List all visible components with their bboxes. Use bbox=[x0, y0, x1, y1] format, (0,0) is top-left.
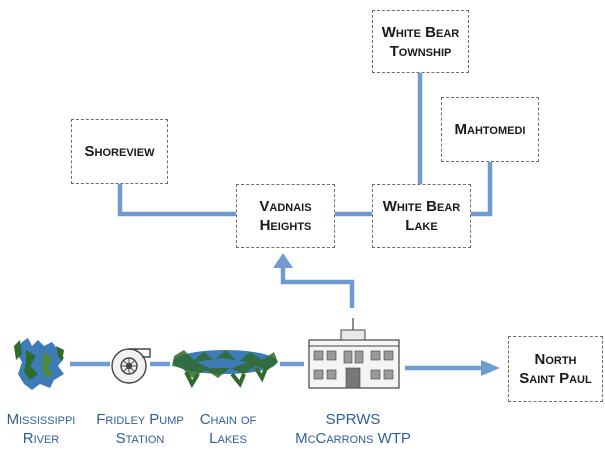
node-north-saint-paul: North Saint Paul bbox=[508, 336, 603, 402]
node-white-bear-lake: White Bear Lake bbox=[372, 184, 471, 248]
connector-mahtomedi-whitebearlake bbox=[471, 162, 493, 217]
node-mahtomedi: Mahtomedi bbox=[441, 97, 539, 162]
node-label: White Bear Township bbox=[381, 23, 460, 60]
node-vadnais-heights: Vadnais Heights bbox=[236, 184, 335, 248]
connector-shoreview-vadnais bbox=[117, 183, 236, 217]
node-label: White Bear Lake bbox=[382, 198, 461, 234]
caption-mississippi-river: Mississippi River bbox=[6, 411, 76, 447]
node-label: Mahtomedi bbox=[454, 121, 526, 138]
caption-fridley-pump-station: Fridley Pump Station bbox=[96, 411, 184, 447]
pump-icon bbox=[111, 348, 151, 384]
node-label: Vadnais Heights bbox=[259, 198, 312, 234]
caption-sprws-mccarrons-wtp: SPRWS McCarrons WTP bbox=[295, 411, 411, 447]
caption-chain-of-lakes: Chain of Lakes bbox=[199, 411, 257, 447]
water-treatment-plant-icon bbox=[308, 318, 400, 389]
arrowhead-northstpaul bbox=[481, 360, 500, 376]
node-label: North Saint Paul bbox=[519, 351, 592, 387]
lakes-icon bbox=[172, 350, 278, 389]
node-white-bear-township: White Bear Township bbox=[372, 10, 469, 73]
river-icon bbox=[14, 338, 64, 390]
node-label: Shoreview bbox=[84, 143, 155, 160]
connector-wtp-vadnais bbox=[280, 266, 355, 308]
arrowhead-vadnais bbox=[273, 253, 293, 268]
node-shoreview: Shoreview bbox=[71, 119, 168, 184]
